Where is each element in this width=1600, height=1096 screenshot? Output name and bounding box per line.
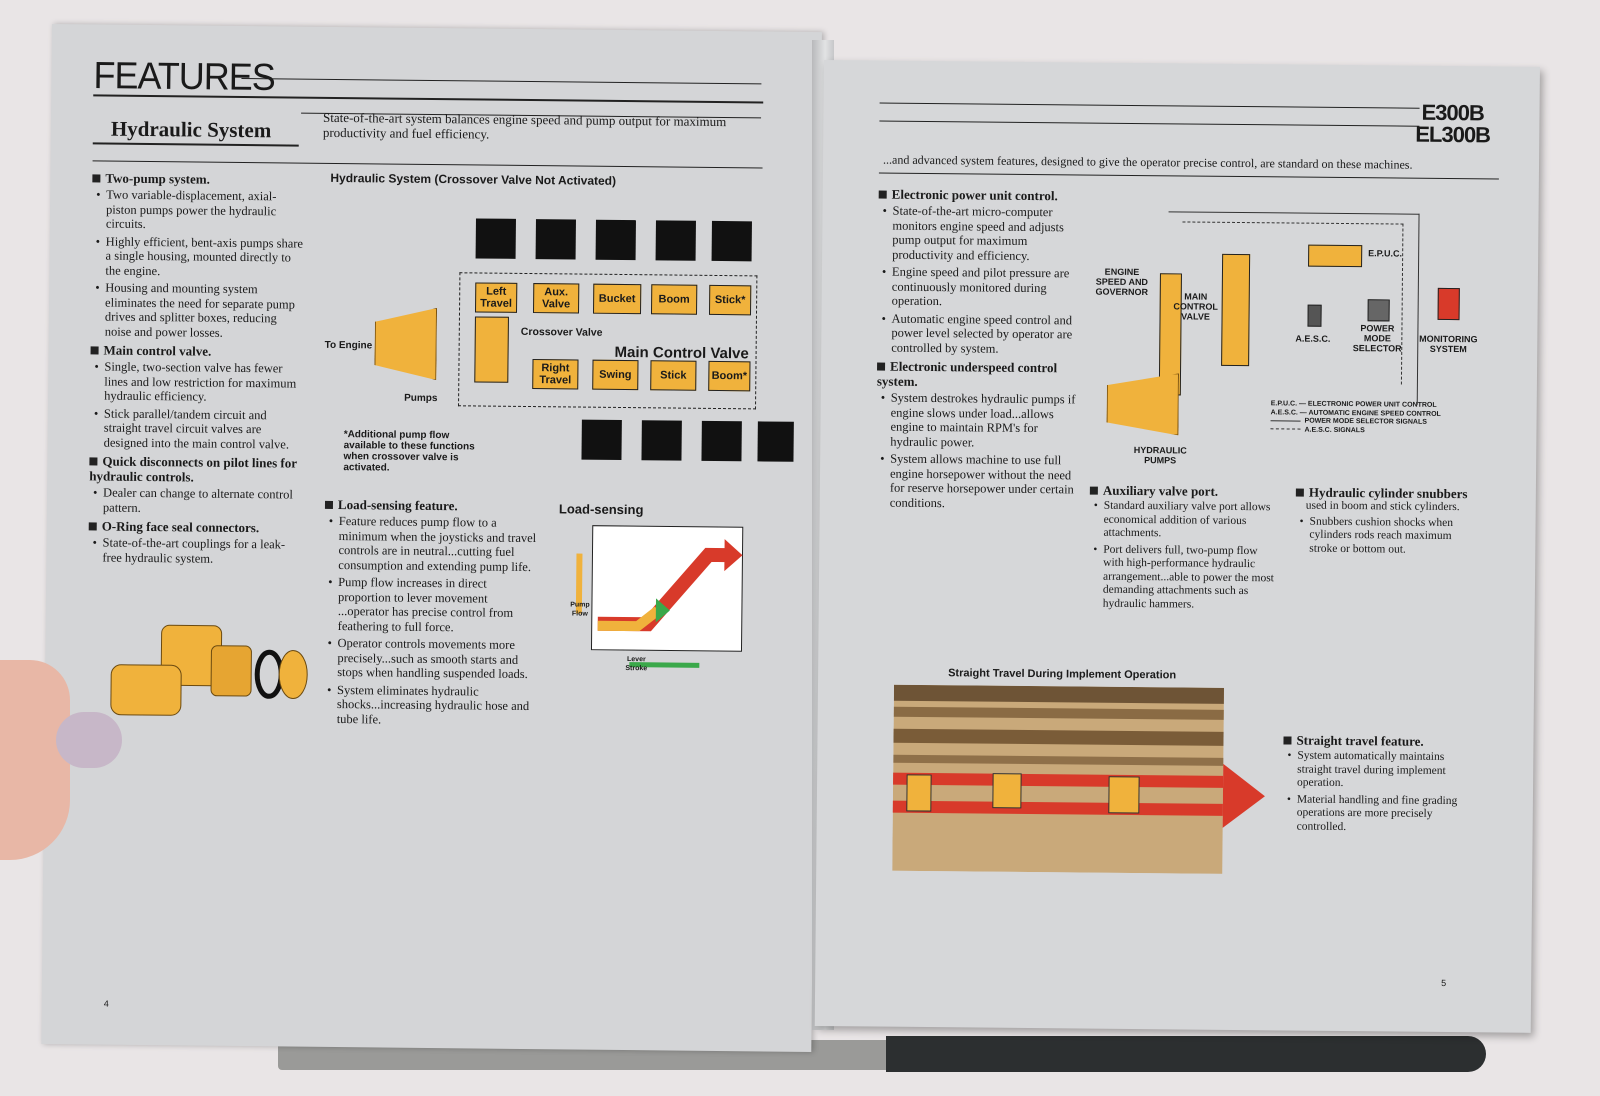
travel-icon xyxy=(475,218,516,259)
feature-two-pump: Two-pump system. Two variable-displaceme… xyxy=(91,170,307,340)
title-rule xyxy=(241,77,762,85)
feature-main-control: Main control valve. Single, two-section … xyxy=(90,342,305,451)
epuc-label: E.P.U.C. xyxy=(1368,248,1403,259)
feature-aux-port: Auxiliary valve port. Standard auxiliary… xyxy=(1089,483,1280,617)
straight-travel-illustration xyxy=(892,684,1265,874)
feature-oring: O-Ring face seal connectors. State-of-th… xyxy=(88,518,302,566)
stick-icon xyxy=(711,220,752,262)
oring-fitting-illustration xyxy=(110,624,308,716)
feature-snubbers: Hydraulic cylinder snubbers used in boom… xyxy=(1295,485,1476,562)
hydraulic-diagram-title: Hydraulic System (Crossover Valve Not Ac… xyxy=(330,170,617,188)
load-sensing-graph xyxy=(575,525,744,668)
hydraulic-diagram: Left Travel Aux. Valve Bucket Boom Stick… xyxy=(323,207,794,474)
feature-underspeed: Electronic underspeed control system. Sy… xyxy=(876,359,1077,512)
swing-icon xyxy=(641,420,682,461)
pumps-label: Pumps xyxy=(404,392,438,405)
main-control-valve-illustration xyxy=(1221,253,1251,367)
ls-y-label: Pump Flow xyxy=(570,601,590,618)
hydraulic-pumps-illustration xyxy=(1106,373,1179,436)
features-title: FEATURES xyxy=(93,53,276,99)
pen-black xyxy=(886,1036,1486,1072)
valve-right-travel: Right Travel xyxy=(532,359,579,390)
valve-bucket: Bucket xyxy=(592,283,642,315)
valve-left-travel: Left Travel xyxy=(475,282,518,313)
load-sensing-section: Load-sensing feature. Feature reduces pu… xyxy=(323,497,539,732)
valve-aux: Aux. Valve xyxy=(532,283,580,314)
hand xyxy=(0,660,70,860)
ls-x-label: Lever Stroke xyxy=(625,656,648,672)
model-rule-2 xyxy=(879,120,1420,127)
boom-icon-2 xyxy=(757,421,794,462)
load-sensing-title: Load-sensing xyxy=(558,501,644,518)
epuc-box xyxy=(1308,244,1363,268)
valve-boom-star: Boom* xyxy=(708,360,751,392)
right-intro-rule xyxy=(878,172,1499,180)
section-rule xyxy=(92,160,763,169)
glitter-nail xyxy=(56,712,122,768)
valve-stick-star: Stick* xyxy=(708,284,752,316)
crossover-valve-block xyxy=(474,316,509,383)
valve-stick: Stick xyxy=(650,360,697,391)
monitoring-system-icon xyxy=(1437,287,1460,321)
stick-icon-2 xyxy=(701,420,742,462)
title-rule-2 xyxy=(93,94,764,104)
right-col1: Electronic power unit control. State-of-… xyxy=(876,187,1079,516)
feature-straight-travel: Straight travel feature. System automati… xyxy=(1283,732,1464,839)
page-number-left: 4 xyxy=(103,998,109,1009)
right-intro: ...and advanced system features, designe… xyxy=(882,152,1413,172)
right-travel-icon xyxy=(581,419,622,460)
pumps-label: HYDRAULIC PUMPS xyxy=(1133,444,1187,466)
valve-boom: Boom xyxy=(650,284,698,315)
aesc-label: A.E.S.C. xyxy=(1295,333,1331,344)
crossover-label: Crossover Valve xyxy=(520,325,603,339)
travel-title: Straight Travel During Implement Operati… xyxy=(948,667,1177,682)
diagram-footnote: *Additional pump flow available to these… xyxy=(343,429,475,474)
feature-epuc: Electronic power unit control. State-of-… xyxy=(877,187,1079,357)
bucket-icon xyxy=(595,219,636,261)
page-number-right: 5 xyxy=(1441,977,1447,989)
epuc-diagram: E.P.U.C. ENGINE SPEED AND GOVERNOR MAIN … xyxy=(1090,203,1513,477)
model-el300b: EL300B xyxy=(1415,121,1491,148)
left-page: FEATURES Hydraulic System State-of-the-a… xyxy=(41,24,822,1053)
power-mode-selector-icon xyxy=(1367,299,1390,322)
left-col1: Two-pump system. Two variable-displaceme… xyxy=(88,170,306,570)
engine-governor-label: ENGINE SPEED AND GOVERNOR xyxy=(1095,266,1149,298)
section-intro: State-of-the-art system balances engine … xyxy=(322,109,727,142)
mon-label: MONITORING SYSTEM xyxy=(1419,333,1478,355)
boom-icon xyxy=(655,220,696,261)
aesc-icon xyxy=(1307,304,1322,327)
pms-label: POWER MODE SELECTOR xyxy=(1352,323,1402,354)
pump-illustration xyxy=(374,307,437,380)
epuc-legend: E.P.U.C. — ELECTRONIC POWER UNIT CONTROL… xyxy=(1270,400,1441,434)
aux-icon xyxy=(535,219,576,260)
mcv-label: MAIN CONTROL VALVE xyxy=(1173,291,1218,322)
model-rule-1 xyxy=(879,102,1420,109)
section-title: Hydraulic System xyxy=(110,116,272,143)
to-engine-label: To Engine xyxy=(324,339,373,352)
right-page: E300B EL300B ...and advanced system feat… xyxy=(814,60,1540,1033)
valve-swing: Swing xyxy=(592,359,639,391)
feature-quick-disconnects: Quick disconnects on pilot lines for hyd… xyxy=(89,453,304,516)
